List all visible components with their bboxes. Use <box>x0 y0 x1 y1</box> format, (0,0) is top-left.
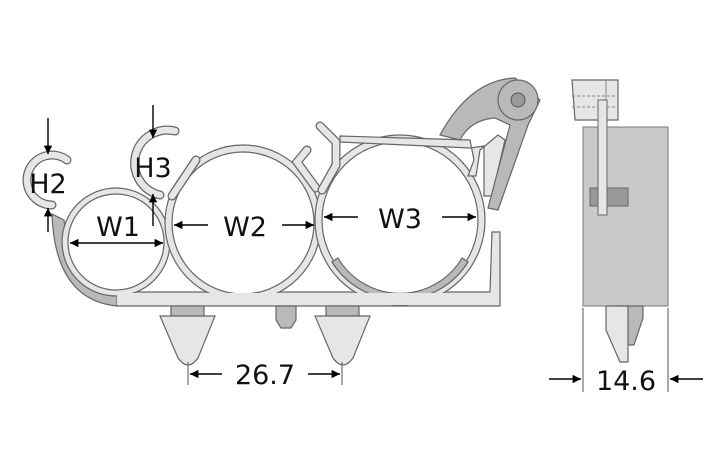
push-pin-right <box>314 305 371 366</box>
width-dimension: 14.6 <box>596 366 656 397</box>
label-h3: H3 <box>134 153 171 184</box>
side-body <box>582 126 669 307</box>
label-w1: W1 <box>96 212 140 243</box>
label-w3: W3 <box>378 204 422 235</box>
side-view <box>571 79 669 363</box>
side-dimensions <box>549 308 703 392</box>
front-dimensions <box>43 105 476 385</box>
side-strap <box>597 99 608 216</box>
push-pin-left <box>159 305 216 366</box>
front-view <box>22 77 541 366</box>
lid <box>339 134 506 197</box>
side-slot <box>589 187 629 207</box>
label-w2: W2 <box>223 212 267 243</box>
w3-pad <box>331 257 469 301</box>
center-peg <box>275 305 297 329</box>
pitch-dimension: 26.7 <box>235 360 295 391</box>
side-latch-top <box>571 79 619 121</box>
label-h2: H2 <box>29 169 66 200</box>
